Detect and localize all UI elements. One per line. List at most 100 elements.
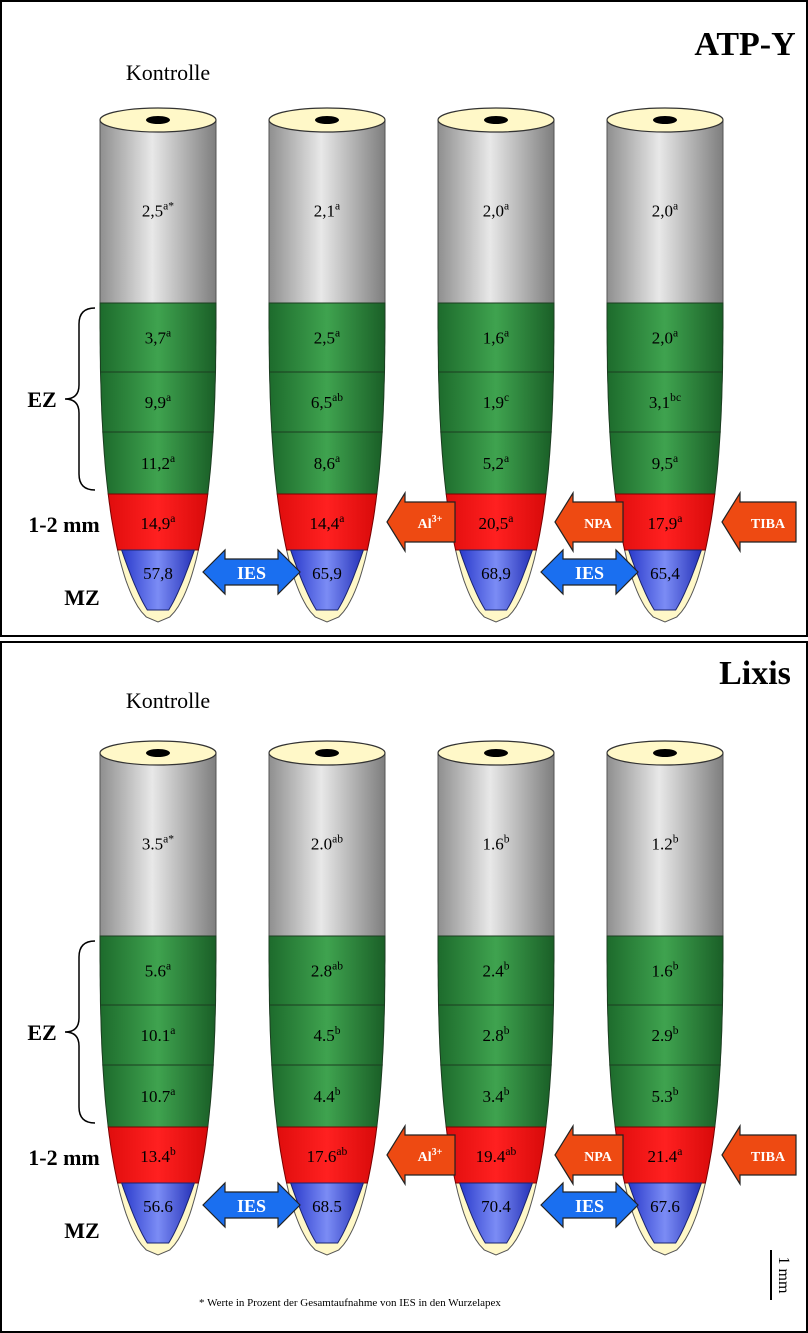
scale-bar: 1 mm xyxy=(770,1250,792,1300)
ez-value-value: 2,0 xyxy=(652,329,673,348)
central-cylinder xyxy=(653,749,677,757)
ez-value-letters: a xyxy=(504,452,509,465)
apex-value-letters: a xyxy=(508,512,513,525)
ies-arrow xyxy=(540,1181,639,1229)
apex-value: 14,9a xyxy=(141,512,176,533)
inhibitor-arrow xyxy=(721,490,797,554)
apex-value: 20,5a xyxy=(479,512,514,533)
ez-value: 5.6a xyxy=(145,960,171,981)
ez-value-letters: b xyxy=(673,960,679,973)
ez-value-value: 1,9 xyxy=(483,393,504,412)
ez-value: 9,5a xyxy=(652,452,678,473)
control-label: Kontrolle xyxy=(126,60,210,85)
mature-zone-value: 2,0a xyxy=(652,200,678,221)
mature-zone-value-value: 2,0 xyxy=(652,202,673,221)
ez-value-value: 3.4 xyxy=(482,1087,504,1106)
ez-value-letters: bc xyxy=(670,391,681,404)
mz-value: 57,8 xyxy=(143,564,173,583)
ez-value-letters: b xyxy=(673,1024,679,1037)
ez-value: 10.1a xyxy=(141,1024,176,1045)
ez-brace xyxy=(64,940,96,1124)
ez-value: 6,5ab xyxy=(311,391,343,412)
central-cylinder xyxy=(146,749,170,757)
meristem-zone xyxy=(120,1182,196,1244)
ies-arrow xyxy=(540,548,639,596)
ez-value-letters: b xyxy=(504,1024,510,1037)
mature-zone xyxy=(99,119,217,304)
mature-zone-value-value: 2.0 xyxy=(311,835,332,854)
mz-value: 68,9 xyxy=(481,564,511,583)
scale-bar-label: 1 mm xyxy=(775,1257,792,1294)
ez-value-value: 3,1 xyxy=(649,393,670,412)
ez-value-letters: a xyxy=(673,452,678,465)
apex-value-value: 17,9 xyxy=(648,514,678,533)
ez-value-value: 5.6 xyxy=(145,962,166,981)
ez-value-value: 1,6 xyxy=(483,329,504,348)
mature-zone-value-value: 2,1 xyxy=(314,202,335,221)
mature-zone-value-letters: b xyxy=(673,833,679,846)
apical-zone xyxy=(276,493,378,551)
ez-value-letters: a xyxy=(335,452,340,465)
ies-arrow xyxy=(202,548,301,596)
ez-value: 2,5a xyxy=(314,327,340,348)
ez-value: 4.4b xyxy=(313,1085,340,1106)
zone-label-apex: 1-2 mm xyxy=(28,512,99,537)
inhibitor-arrow xyxy=(554,490,624,554)
ez-value-letters: a xyxy=(170,452,175,465)
ez-value-value: 6,5 xyxy=(311,393,332,412)
ez-value-value: 1.6 xyxy=(651,962,672,981)
central-cylinder xyxy=(484,749,508,757)
mature-zone-value-letters: a* xyxy=(163,200,174,213)
panel-title: ATP-Y xyxy=(694,26,795,63)
zone-label-ez: EZ xyxy=(27,1020,56,1045)
apex-value: 17.6ab xyxy=(307,1145,348,1166)
ez-value-value: 10.7 xyxy=(141,1087,171,1106)
ez-value-letters: c xyxy=(504,391,509,404)
ez-value-value: 4.5 xyxy=(313,1026,334,1045)
central-cylinder xyxy=(315,116,339,124)
apex-value: 21.4a xyxy=(648,1145,683,1166)
ez-value: 11,2a xyxy=(141,452,175,473)
inhibitor-charge: 3+ xyxy=(432,1147,443,1158)
footnote: * Werte in Prozent der Gesamtaufnahme vo… xyxy=(199,1297,501,1309)
ez-value: 3,7a xyxy=(145,327,171,348)
apex-value-letters: ab xyxy=(505,1145,516,1158)
inhibitor-arrow xyxy=(721,1123,797,1187)
ez-value-value: 4.4 xyxy=(313,1087,335,1106)
mature-zone-value-letters: a xyxy=(673,200,678,213)
ez-value: 2.9b xyxy=(651,1024,678,1045)
central-cylinder xyxy=(315,749,339,757)
ez-value: 5.3b xyxy=(651,1085,678,1106)
ez-value-letters: a xyxy=(504,327,509,340)
ez-value: 8,6a xyxy=(314,452,340,473)
mz-value: 67.6 xyxy=(650,1197,680,1216)
panel-frame-bottom xyxy=(0,641,808,1333)
apex-value: 14,4a xyxy=(310,512,345,533)
inhibitor-name: NPA xyxy=(584,1150,613,1165)
mz-value: 65,4 xyxy=(650,564,680,583)
mature-zone-value: 1.6b xyxy=(482,833,509,854)
inhibitor-name: TIBA xyxy=(751,517,786,532)
mature-zone-value: 2,0a xyxy=(483,200,509,221)
ez-value-letters: b xyxy=(335,1024,341,1037)
meristem-zone xyxy=(120,549,196,611)
ez-value-value: 3,7 xyxy=(145,329,167,348)
mature-zone-value: 2,5a* xyxy=(142,200,174,221)
ez-value: 2.4b xyxy=(482,960,509,981)
ies-arrow-label: IES xyxy=(237,1196,266,1216)
mature-zone-value-value: 2,0 xyxy=(483,202,504,221)
apex-value-value: 14,9 xyxy=(141,514,171,533)
mature-zone-value-value: 1.6 xyxy=(482,835,503,854)
inhibitor-name: TIBA xyxy=(751,1150,786,1165)
ez-value-value: 2.9 xyxy=(651,1026,672,1045)
ez-value-value: 11,2 xyxy=(141,454,170,473)
apex-value: 19.4ab xyxy=(476,1145,517,1166)
panel-title: Lixis xyxy=(719,655,791,692)
inhibitor-arrow xyxy=(554,1123,624,1187)
mature-zone-value: 1.2b xyxy=(651,833,678,854)
ez-value-value: 10.1 xyxy=(141,1026,171,1045)
ez-value-value: 9,5 xyxy=(652,454,673,473)
